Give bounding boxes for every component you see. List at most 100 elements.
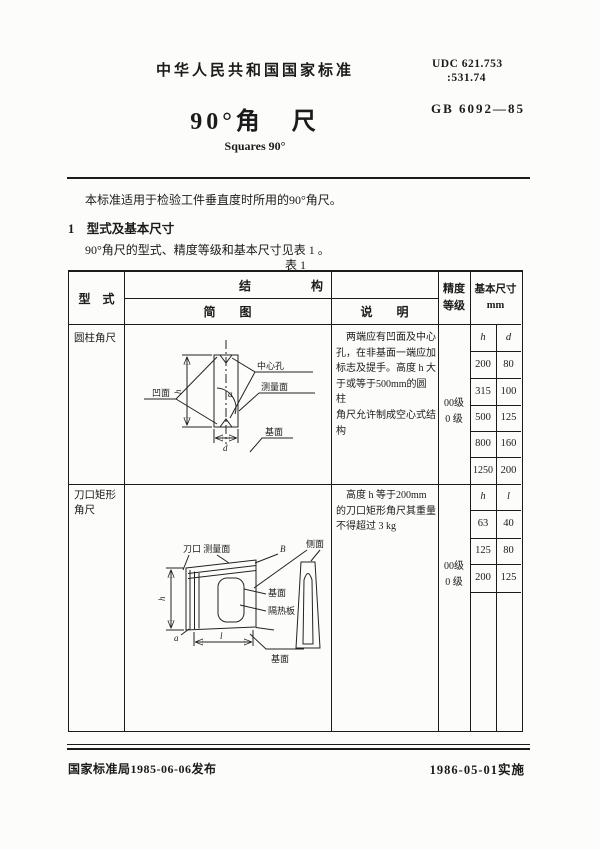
desc-line: 标志及提手。高度 h 大: [336, 363, 436, 375]
cylinder-body: [213, 354, 239, 428]
dim-a-label: a: [174, 633, 179, 643]
leader-line: [229, 371, 256, 419]
dim-h-label: h: [173, 389, 183, 394]
col-header-dims-line2: mm: [486, 300, 505, 311]
table-line: [496, 324, 498, 731]
leader-line: [175, 356, 218, 400]
leader-line: [238, 392, 260, 412]
bottom-center-hole: [219, 418, 233, 428]
desc-line: 的刀口矩形角尺其重量: [336, 505, 436, 517]
center-hole-label: 中心孔: [257, 360, 284, 371]
measuring-face-label: 测量面: [261, 382, 288, 392]
udc-number-line2: :531.74: [447, 72, 486, 84]
accuracy-line: 0 级: [445, 414, 463, 425]
concave-face-label: 凹面: [152, 388, 170, 398]
dim-cell: 63: [477, 518, 489, 529]
footer-rule-top: [67, 744, 530, 746]
leader-line: [243, 588, 267, 595]
type-line: 刀口矩形: [74, 490, 116, 501]
dim-cell: 1250: [473, 465, 493, 476]
table-line: [470, 431, 521, 433]
leader-line: [254, 553, 279, 564]
table-1: 型 式 结 构 简 图 说 明 精度 等级 基本尺寸 mm 圆柱角尺: [68, 270, 523, 732]
dim-cell: 125: [475, 545, 491, 556]
standard-org-title: 中华人民共和国国家标准: [155, 63, 354, 79]
table-caption: 表 1: [284, 258, 306, 272]
base-face2-label: 基面: [271, 653, 289, 664]
col-header-type: 型 式: [78, 291, 115, 306]
scope-paragraph: 本标准适用于检验工件垂直度时所用的90°角尺。: [85, 193, 342, 207]
footer-rule-bottom: [67, 748, 530, 750]
knife-edge-square-diagram: 刀口 测量面 B 侧面 基面 隔热板 h l: [157, 538, 324, 664]
row2-accuracy-grade: 00级 0 级: [438, 559, 470, 591]
dim-cell: 200: [475, 359, 491, 370]
col-header-accuracy-line2: 等级: [443, 300, 465, 312]
table-line: [470, 351, 521, 353]
dim-cell: 500: [475, 412, 491, 423]
accuracy-line: 0 级: [445, 577, 463, 588]
blade-profile-outline: [295, 561, 321, 649]
col-header-accuracy: 精度 等级: [438, 272, 470, 324]
cylindrical-square-diagram: a h d 中心孔 测量面 凹面 基面: [144, 340, 315, 453]
dim-cell: 160: [500, 438, 517, 449]
dim-l-label: l: [220, 631, 223, 641]
table-line: [438, 272, 440, 731]
desc-line: 于或等于500mm的圆柱: [336, 378, 427, 406]
table-line: [470, 457, 521, 459]
leader-line: [253, 549, 308, 589]
accuracy-line: 00级: [444, 398, 464, 409]
dim-h-label: h: [157, 596, 167, 601]
desc-line: 两端应有凹面及中心: [336, 332, 436, 343]
dim-a-label: a: [228, 389, 233, 399]
dim-cell: 80: [503, 359, 514, 370]
accuracy-line: 00级: [444, 561, 464, 572]
row1-dim-head-h: h: [480, 332, 486, 343]
top-center-hole: [219, 354, 233, 364]
dim-cell: 200: [475, 572, 491, 583]
leader-line: [310, 549, 321, 562]
beta-label: B: [280, 544, 286, 554]
side-face-label: 侧面: [306, 538, 324, 549]
col-header-dims: 基本尺寸 mm: [470, 272, 521, 324]
desc-line: 构: [336, 425, 346, 437]
base-face-flag: [249, 633, 304, 650]
col-header-accuracy-line1: 精度: [443, 283, 465, 295]
leader-line: [175, 398, 218, 425]
type-line: 角尺: [74, 505, 95, 516]
row2-description: 高度 h 等于200mm 的刀口矩形角尺其重量 不得超过 3 kg: [336, 488, 436, 535]
row1-description: 两端应有凹面及中心 孔，在非基面一端应加 标志及提手。高度 h 大 于或等于50…: [336, 330, 436, 439]
row1-accuracy-grade: 00级 0 级: [438, 396, 470, 428]
table-line: [69, 484, 521, 486]
desc-line: 角尺允许制成空心式结: [336, 409, 436, 421]
dim-cell: 100: [500, 386, 517, 397]
base-face-label: 基面: [268, 587, 286, 598]
row2-dim-head-h: h: [480, 491, 486, 502]
udc-number-line1: UDC 621.753: [432, 58, 503, 70]
top-bevel: [187, 565, 257, 574]
dim-cell: 200: [500, 465, 517, 476]
leader-line: [216, 554, 230, 564]
document-title: 90°角 尺: [190, 109, 320, 135]
square-body: [185, 559, 257, 631]
base-line: [255, 627, 275, 631]
dim-cell: 125: [500, 572, 517, 583]
top-bevel: [187, 570, 257, 579]
leader-line: [180, 628, 190, 636]
row2-type-label: 刀口矩形 角尺: [74, 488, 124, 518]
row2-dim-head-l: l: [507, 491, 510, 502]
table-line: [470, 510, 521, 512]
dim-cell: 800: [475, 438, 491, 449]
leader-line: [231, 357, 256, 373]
blade-profile-core: [302, 573, 314, 645]
document-subtitle: Squares 90°: [224, 139, 286, 153]
table-line: [69, 324, 521, 326]
section1-heading: 1 型式及基本尺寸: [68, 222, 175, 236]
dim-cell: 80: [503, 545, 514, 556]
dim-d-label: d: [223, 443, 228, 453]
col-header-description: 说 明: [360, 304, 409, 319]
table-line: [470, 538, 521, 540]
desc-line: 孔，在非基面一端应加: [336, 347, 436, 359]
table-line: [124, 298, 439, 300]
standard-code: GB 6092—85: [431, 101, 526, 116]
